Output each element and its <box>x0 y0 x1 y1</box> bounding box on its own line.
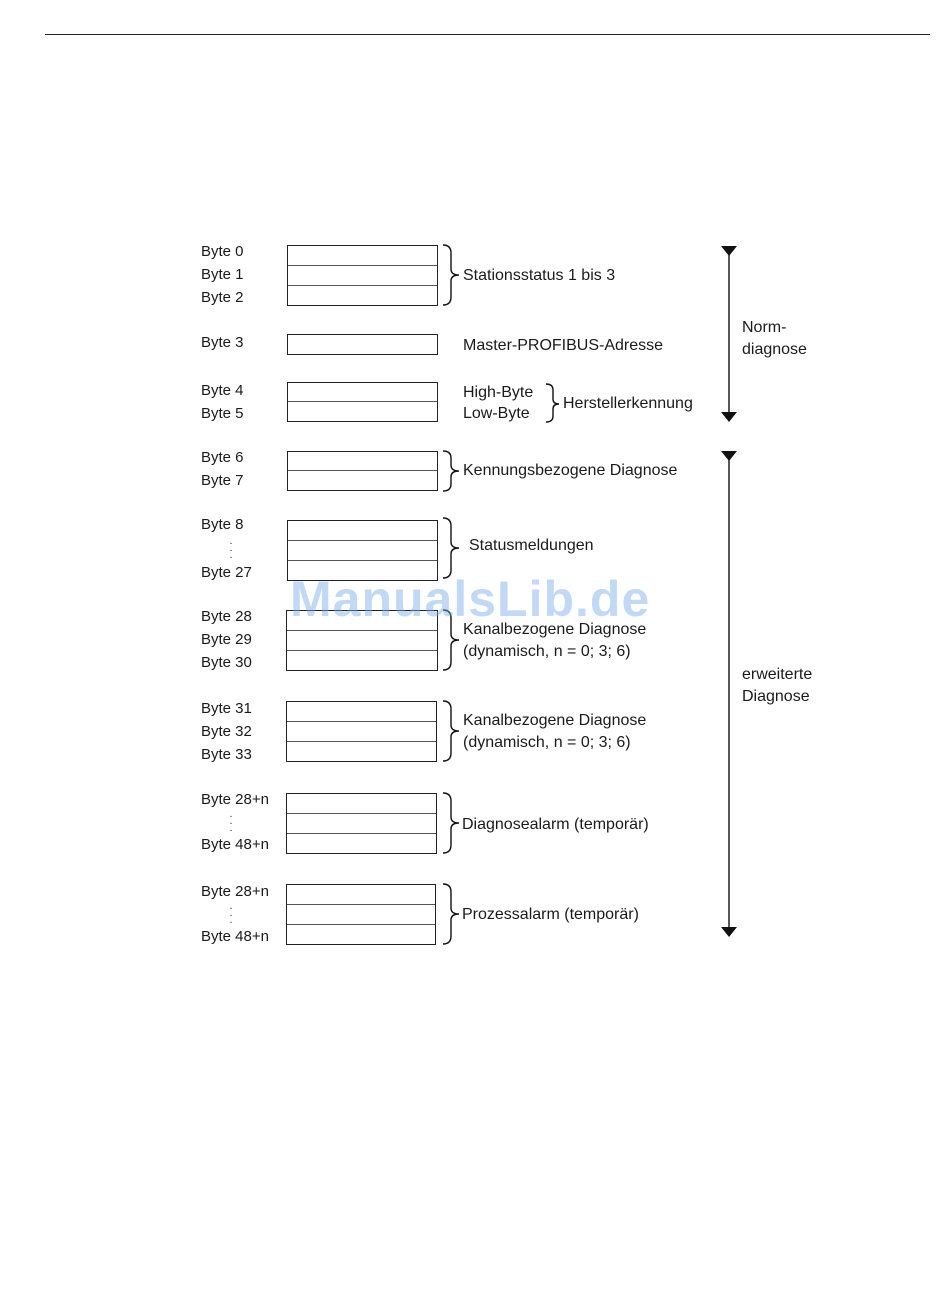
brace-kanal-2 <box>442 700 460 762</box>
byte-label-0: Byte 0 <box>201 243 244 260</box>
byte-label-48n: Byte 48+n <box>201 836 269 853</box>
desc-diagnosealarm: Diagnosealarm (temporär) <box>462 816 649 833</box>
desc-master-adresse: Master-PROFIBUS-Adresse <box>463 337 664 354</box>
desc-high-byte: High-Byte <box>463 384 534 401</box>
desc-prozessalarm: Prozessalarm (temporär) <box>462 906 639 923</box>
header-rule <box>45 34 930 35</box>
byte-block-kennungsbezogen <box>287 451 438 491</box>
brace-prozessalarm <box>442 883 460 945</box>
ellipsis-dots: ... <box>229 809 233 834</box>
byte-block-kanal-2 <box>286 701 437 762</box>
byte-block-statusmeldungen <box>287 520 438 581</box>
brace-stationsstatus <box>442 244 460 306</box>
ellipsis-dots: ... <box>229 901 233 926</box>
byte-label-3: Byte 3 <box>201 334 244 351</box>
range-norm-line2: diagnose <box>742 341 807 358</box>
byte-label-4: Byte 4 <box>201 382 244 399</box>
desc-low-byte: Low-Byte <box>463 405 530 422</box>
byte-label-7: Byte 7 <box>201 472 244 489</box>
byte-label-8: Byte 8 <box>201 516 244 533</box>
byte-label-29: Byte 29 <box>201 631 252 648</box>
byte-label-27: Byte 27 <box>201 564 252 581</box>
byte-label-31: Byte 31 <box>201 700 252 717</box>
byte-label-30: Byte 30 <box>201 654 252 671</box>
desc-kanal-2-line1: Kanalbezogene Diagnose <box>463 712 647 729</box>
byte-label-33: Byte 33 <box>201 746 252 763</box>
byte-label-48n-b: Byte 48+n <box>201 928 269 945</box>
brace-kennungsbezogen <box>442 450 460 492</box>
brace-diagnosealarm <box>442 792 460 854</box>
brace-herstellerkennung <box>545 383 560 423</box>
desc-kanal-1-line2: (dynamisch, n = 0; 3; 6) <box>463 643 631 660</box>
byte-block-herstellerkennung <box>287 382 438 422</box>
desc-herstellerkennung: Herstellerkennung <box>563 395 693 412</box>
watermark: ManualsLib.de <box>290 571 651 627</box>
byte-block-diagnosealarm <box>286 793 437 854</box>
byte-block-master-adresse <box>287 334 438 355</box>
range-erweitert-line1: erweiterte <box>742 666 813 683</box>
byte-block-prozessalarm <box>286 884 436 945</box>
byte-label-6: Byte 6 <box>201 449 244 466</box>
byte-label-32: Byte 32 <box>201 723 252 740</box>
byte-block-kanal-1 <box>286 610 438 671</box>
range-norm-line1: Norm- <box>742 319 787 336</box>
byte-label-2: Byte 2 <box>201 289 244 306</box>
byte-label-1: Byte 1 <box>201 266 244 283</box>
desc-kennungsbezogen: Kennungsbezogene Diagnose <box>463 462 678 479</box>
byte-block-stationsstatus <box>287 245 438 306</box>
range-erweitert-line2: Diagnose <box>742 688 810 705</box>
desc-statusmeldungen: Statusmeldungen <box>469 537 594 554</box>
byte-label-5: Byte 5 <box>201 405 244 422</box>
byte-label-28n-b: Byte 28+n <box>201 883 269 900</box>
desc-stationsstatus: Stationsstatus 1 bis 3 <box>463 267 616 284</box>
byte-label-28n: Byte 28+n <box>201 791 269 808</box>
desc-kanal-1-line1: Kanalbezogene Diagnose <box>463 621 647 638</box>
desc-kanal-2-line2: (dynamisch, n = 0; 3; 6) <box>463 734 631 751</box>
ellipsis-dots: ... <box>229 536 233 561</box>
brace-statusmeldungen <box>442 517 460 579</box>
byte-label-28: Byte 28 <box>201 608 252 625</box>
